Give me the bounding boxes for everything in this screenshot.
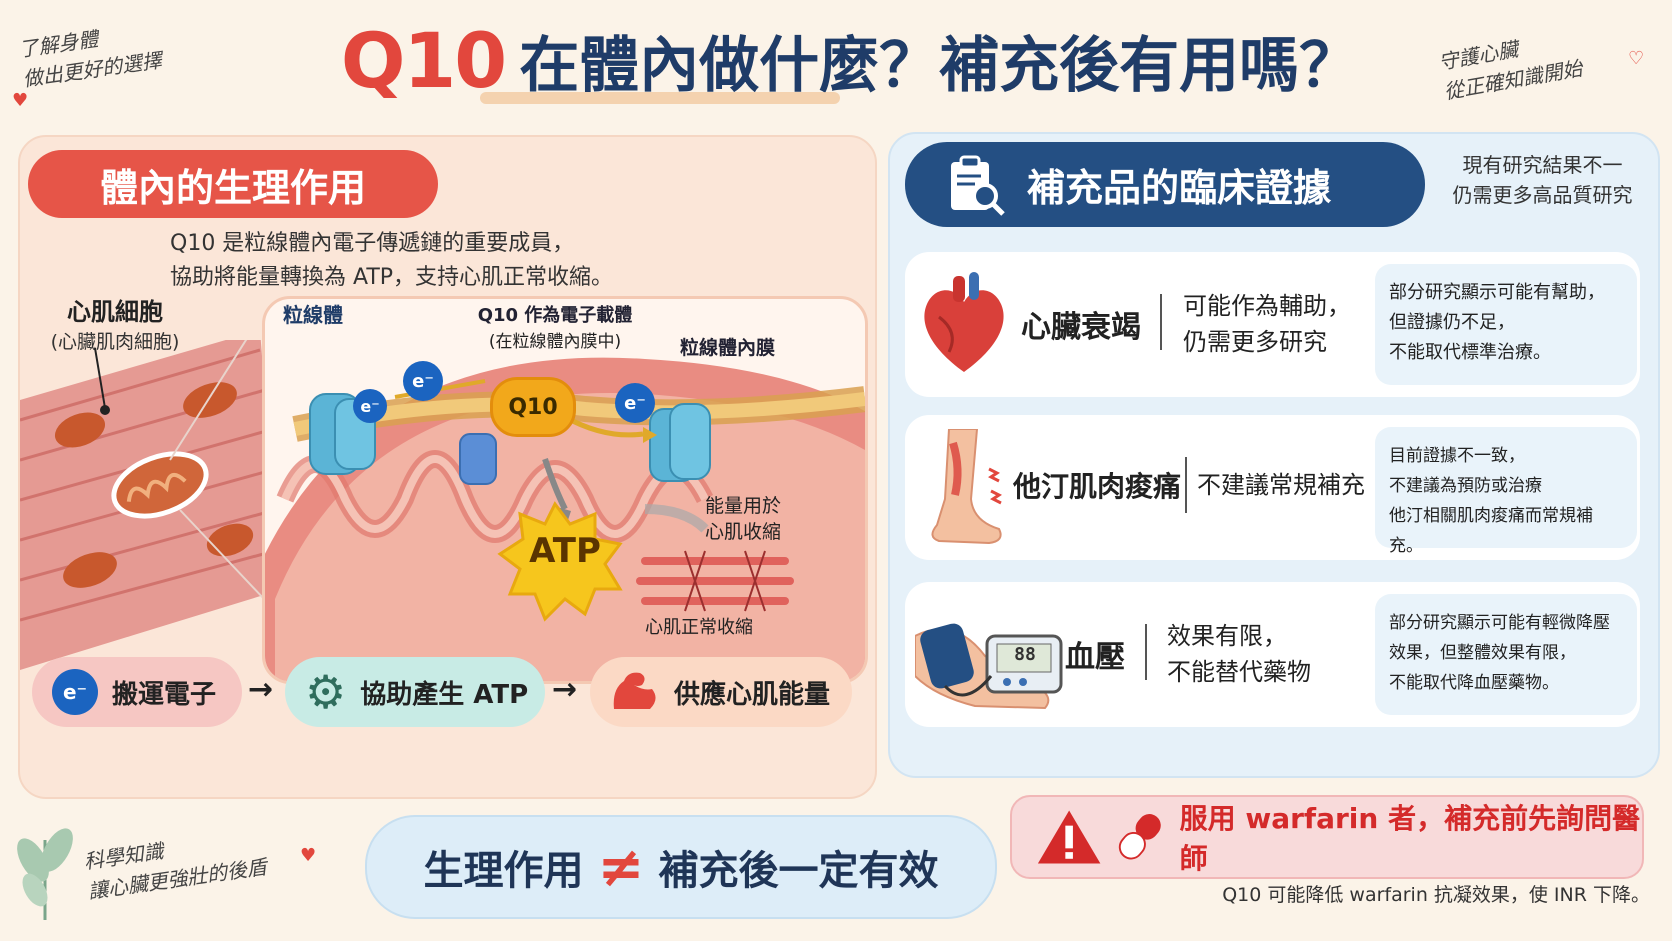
detail-line: 不能取代降血壓藥物。	[1389, 673, 1559, 693]
detail-line: 部分研究顯示可能有輕微降壓	[1389, 613, 1610, 633]
evidence-card-statin-myalgia: 他汀肌肉痠痛 不建議常規補充 目前證據不一致， 不建議為預防或治療 他汀相關肌肉…	[905, 415, 1640, 560]
energy-use-label: 能量用於 心肌收縮	[705, 493, 781, 545]
leg-pain-icon	[931, 429, 1002, 545]
electron-badge: e⁻	[353, 389, 387, 423]
cell-label: 心肌細胞 (心臟肌肉細胞)	[40, 292, 190, 354]
evidence-card-blood-pressure: 88 血壓 效果有限， 不能替代藥物 部分研究顯示可能有輕微降壓 效果，但整體效…	[905, 582, 1640, 727]
heart-icon	[924, 272, 1004, 372]
q10-role-label: Q10 作為電子載體 (在粒線體內膜中)	[465, 301, 645, 352]
q10-role-line: Q10 作為電子載體	[477, 305, 633, 326]
not-equal-icon: ≠	[597, 834, 645, 900]
cell-label-sub: (心臟肌肉細胞)	[50, 331, 180, 353]
arrow-right-icon: →	[552, 672, 578, 707]
clipboard-search-icon	[951, 155, 1005, 216]
mitochondrion-label: 粒線體	[283, 303, 343, 327]
evidence-card-detail: 目前證據不一致， 不建議為預防或治療 他汀相關肌肉痠痛而常規補充。	[1375, 427, 1637, 556]
key-message: 生理作用 ≠ 補充後一定有效	[365, 815, 997, 919]
electron-badge: e⁻	[403, 361, 443, 401]
desc-line: Q10 是粒線體內電子傳遞鏈的重要成員，	[170, 231, 575, 256]
evidence-card-detail: 部分研究顯示可能有輕微降壓 效果，但整體效果有限， 不能取代降血壓藥物。	[1375, 594, 1637, 715]
contraction-label: 心肌正常收縮	[645, 617, 753, 638]
bottom-left-note: 科學知識 讓心臟更強壯的後盾	[82, 814, 328, 907]
evidence-card-summary: 可能作為輔助， 仍需更多研究	[1183, 288, 1351, 360]
bp-monitor-display: 88	[1014, 644, 1036, 665]
detail-line: 效果，但整體效果有限，	[1389, 643, 1576, 663]
muscle-icon	[613, 672, 656, 709]
warning-text: 服用 warfarin 者，補充前先詢問醫師	[1179, 802, 1641, 875]
electron-icon: e⁻	[52, 669, 98, 715]
energy-use-line: 能量用於	[705, 495, 782, 517]
title-q10: Q10	[340, 15, 507, 105]
clinical-evidence-heading: 補充品的臨床證據	[905, 142, 1425, 227]
detail-line: 目前證據不一致，	[1389, 446, 1525, 466]
inner-membrane-label: 粒線體內膜	[680, 337, 776, 359]
clinical-evidence-title: 補充品的臨床證據	[1027, 166, 1332, 210]
detail-line: 但證據仍不足，	[1389, 312, 1515, 333]
key-message-right: 補充後一定有效	[658, 848, 939, 894]
evidence-card-summary: 效果有限， 不能替代藥物	[1167, 618, 1311, 690]
heart-doodle-icon: ♥	[300, 845, 317, 866]
evidence-card-name: 他汀肌肉痠痛	[1013, 470, 1182, 503]
flow-step-label: 供應心肌能量	[674, 679, 831, 710]
note-line: 仍需更多高品質研究	[1452, 183, 1633, 207]
desc-line: 協助將能量轉換為 ATP，支持心肌正常收縮。	[170, 265, 614, 290]
warning-icon	[1037, 810, 1101, 864]
mitochondrion-illustration	[265, 357, 865, 681]
warfarin-warning: 服用 warfarin 者，補充前先詢問醫師	[1010, 795, 1644, 879]
card-separator	[1145, 624, 1147, 680]
evidence-card-summary: 不建議常規補充	[1197, 467, 1365, 503]
evidence-card-name: 血壓	[1065, 640, 1125, 675]
leaf-doodle-icon	[17, 828, 73, 920]
summary-line: 不建議常規補充	[1197, 471, 1365, 499]
title-underline	[480, 92, 840, 104]
cell-label-main: 心肌細胞	[67, 298, 163, 326]
q10-role-line: (在粒線體內膜中)	[488, 332, 622, 352]
capsule-icon	[1119, 814, 1162, 860]
evidence-card-heart-failure: 心臟衰竭 可能作為輔助， 仍需更多研究 部分研究顯示可能有幫助， 但證據仍不足，…	[905, 252, 1640, 397]
physiology-description: Q10 是粒線體內電子傳遞鏈的重要成員， 協助將能量轉換為 ATP，支持心肌正常…	[170, 227, 690, 295]
physiology-heading: 體內的生理作用	[28, 150, 438, 218]
page-title: Q10 在體內做什麼？補充後有用嗎？	[225, 10, 1475, 110]
detail-line: 他汀相關肌肉痠痛而常規補充。	[1389, 506, 1593, 556]
clinical-evidence-note: 現有研究結果不一 仍需更多高品質研究	[1440, 150, 1645, 210]
heart-muscle-cell-illustration	[20, 340, 280, 670]
atp-label: ATP	[529, 531, 601, 571]
key-message-left: 生理作用	[423, 848, 584, 894]
gear-icon: ⚙	[305, 665, 347, 719]
flow-step-electron: e⁻ 搬運電子	[32, 657, 242, 727]
summary-line: 可能作為輔助，	[1183, 292, 1351, 320]
summary-line: 仍需更多研究	[1183, 328, 1327, 356]
flow-step-energy: 供應心肌能量	[590, 657, 852, 727]
flow-step-atp: ⚙ 協助產生 ATP	[285, 657, 545, 727]
evidence-card-name: 心臟衰竭	[1021, 310, 1141, 345]
summary-line: 效果有限，	[1167, 622, 1287, 650]
summary-line: 不能替代藥物	[1167, 658, 1311, 686]
flow-step-label: 搬運電子	[112, 679, 217, 710]
heart-doodle-icon: ♥	[12, 90, 29, 111]
heart-doodle-icon: ♡	[1628, 48, 1645, 69]
detail-line: 不能取代標準治療。	[1389, 342, 1551, 363]
warning-note: Q10 可能降低 warfarin 抗凝效果，使 INR 下降。	[1222, 884, 1650, 906]
energy-use-line: 心肌收縮	[705, 521, 782, 543]
mitochondrion-zoom-panel: 粒線體 Q10 作為電子載體 (在粒線體內膜中) 粒線體內膜 e⁻ e⁻ e⁻ …	[262, 296, 868, 684]
header-left-note: 了解身體 做出更好的選擇	[17, 10, 204, 94]
cell-pointer-line	[94, 348, 110, 415]
title-question: 在體內做什麼？補充後有用嗎？	[519, 30, 1360, 101]
card-separator	[1160, 294, 1162, 350]
evidence-card-detail: 部分研究顯示可能有幫助， 但證據仍不足， 不能取代標準治療。	[1375, 264, 1637, 385]
note-line: 現有研究結果不一	[1462, 153, 1623, 177]
blood-pressure-monitor-icon	[915, 623, 1063, 710]
flow-step-label: 協助產生 ATP	[360, 679, 529, 710]
electron-badge: e⁻	[615, 383, 655, 423]
q10-molecule-badge: Q10	[490, 377, 576, 437]
card-separator	[1185, 457, 1187, 513]
detail-line: 不建議為預防或治療	[1389, 476, 1542, 496]
arrow-right-icon: →	[248, 672, 274, 707]
detail-line: 部分研究顯示可能有幫助，	[1389, 282, 1605, 303]
